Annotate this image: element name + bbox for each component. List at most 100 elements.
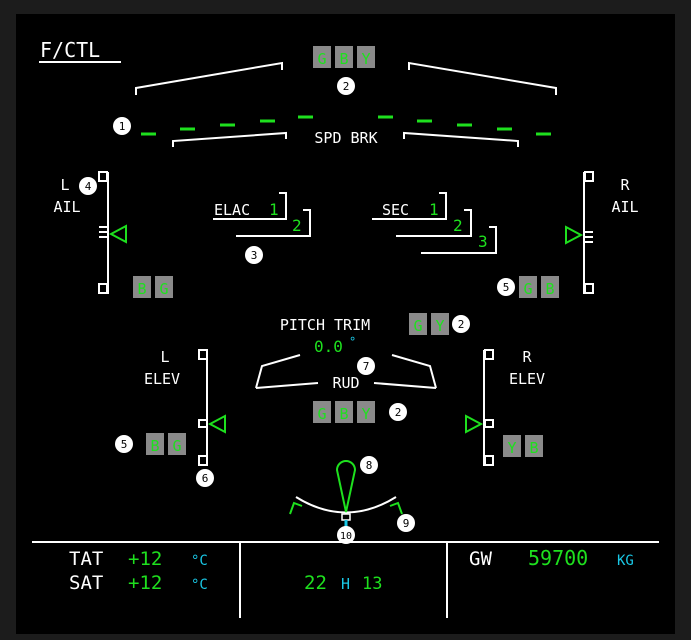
callout-3: 3 — [245, 246, 263, 264]
pitch-trim-unit: ° — [349, 335, 356, 349]
spd-brk-label: SPD BRK — [314, 129, 377, 147]
hyd-box-g: G — [313, 46, 331, 68]
elac-2-value: 2 — [292, 216, 302, 235]
hyd-box-g: G — [168, 433, 186, 455]
callout-7: 7 — [357, 357, 375, 375]
callout-8: 8 — [360, 456, 378, 474]
pitch-trim-label: PITCH TRIM — [280, 316, 370, 334]
l-ail-label: AIL — [53, 198, 80, 216]
hyd-box-y: Y — [357, 46, 375, 68]
hyd-box-y: Y — [503, 435, 521, 457]
spoiler-indices — [141, 115, 551, 136]
l-elev-hyd-boxes: B G — [146, 433, 186, 455]
callout-2: 2 — [452, 315, 470, 333]
callout-10: 10 — [337, 526, 355, 544]
svg-text:4: 4 — [85, 180, 92, 193]
svg-text:G: G — [172, 437, 181, 455]
hyd-box-b: B — [525, 435, 543, 457]
sec-1-value: 1 — [429, 200, 439, 219]
right-wing-lower — [403, 131, 519, 147]
tat-unit: °C — [191, 553, 208, 569]
l-ail-hyd-boxes: B G — [133, 276, 173, 298]
svg-text:2: 2 — [395, 406, 402, 419]
rudder-hyd-boxes: G B Y — [313, 401, 375, 423]
r-ail-position-index — [565, 225, 584, 245]
hyd-box-g: G — [519, 276, 537, 298]
l-elev-scale — [198, 349, 208, 466]
svg-text:3: 3 — [251, 249, 258, 262]
rudder-travel-limiters — [289, 501, 403, 515]
svg-text:B: B — [529, 439, 538, 457]
sec-frames — [372, 192, 497, 254]
hyd-box-b: B — [335, 46, 353, 68]
gw-label: GW — [469, 548, 492, 570]
svg-text:B: B — [339, 50, 348, 68]
svg-text:B: B — [339, 405, 348, 423]
svg-text:2: 2 — [458, 318, 465, 331]
l-ail-side-label: L — [60, 176, 69, 194]
pitch-trim-value: 0.0 — [314, 337, 343, 356]
callout-markers: 1 2 3 4 5 2 5 6 7 2 8 9 10 — [79, 77, 515, 544]
r-elev-position-index — [465, 414, 484, 434]
gw-value: 59700 — [528, 546, 588, 570]
sat-value: +12 — [128, 572, 162, 594]
svg-text:B: B — [150, 437, 159, 455]
callout-2: 2 — [337, 77, 355, 95]
svg-text:B: B — [545, 280, 554, 298]
l-ail-scale — [98, 171, 109, 294]
sec-label: SEC — [382, 201, 409, 219]
gw-unit: KG — [617, 553, 634, 569]
l-elev-position-index — [207, 414, 226, 434]
sec-3-value: 3 — [478, 232, 488, 251]
callout-9: 9 — [397, 514, 415, 532]
tat-value: +12 — [128, 548, 162, 570]
wing-outline — [135, 61, 557, 147]
r-ail-scale — [583, 171, 594, 294]
hyd-box-g: G — [409, 313, 427, 335]
utc-minutes: 13 — [362, 574, 382, 594]
callout-6: 6 — [196, 469, 214, 487]
svg-text:1: 1 — [119, 120, 126, 133]
l-elev-label: ELEV — [144, 370, 180, 388]
svg-text:Y: Y — [361, 50, 370, 68]
sat-label: SAT — [69, 572, 103, 594]
left-wing-lower — [172, 131, 287, 147]
callout-2: 2 — [389, 403, 407, 421]
svg-text:8: 8 — [366, 459, 373, 472]
hyd-box-b: B — [133, 276, 151, 298]
svg-text:9: 9 — [403, 517, 410, 530]
svg-text:Y: Y — [435, 317, 444, 335]
svg-text:6: 6 — [202, 472, 209, 485]
rudder-position-arc — [295, 496, 397, 514]
page-title: F/CTL — [40, 38, 100, 62]
elac-1-value: 1 — [269, 200, 279, 219]
hyd-box-y: Y — [431, 313, 449, 335]
utc-hours: 22 — [304, 572, 327, 594]
svg-text:5: 5 — [121, 438, 128, 451]
svg-text:G: G — [317, 50, 326, 68]
svg-text:G: G — [523, 280, 532, 298]
hyd-box-b: B — [146, 433, 164, 455]
elac-label: ELAC — [214, 201, 250, 219]
svg-text:2: 2 — [343, 80, 350, 93]
r-elev-scale — [483, 349, 494, 466]
pitch-trim-hyd-boxes: G Y — [409, 313, 449, 335]
rudder-position-pointer — [335, 460, 357, 513]
status-bar-lines — [32, 541, 659, 618]
sat-unit: °C — [191, 577, 208, 593]
callout-5: 5 — [497, 278, 515, 296]
r-ail-side-label: R — [620, 176, 630, 194]
utc-h-label: H — [341, 575, 350, 593]
speedbrake-hyd-boxes: G B Y — [313, 46, 375, 68]
hyd-box-y: Y — [357, 401, 375, 423]
hyd-box-g: G — [313, 401, 331, 423]
r-ail-label: AIL — [611, 198, 638, 216]
r-ail-hyd-boxes: G B — [519, 276, 559, 298]
elac-frames — [213, 192, 311, 237]
callout-5: 5 — [115, 435, 133, 453]
svg-text:G: G — [413, 317, 422, 335]
svg-text:5: 5 — [503, 281, 510, 294]
svg-text:G: G — [159, 280, 168, 298]
rudder-frame — [255, 354, 437, 389]
